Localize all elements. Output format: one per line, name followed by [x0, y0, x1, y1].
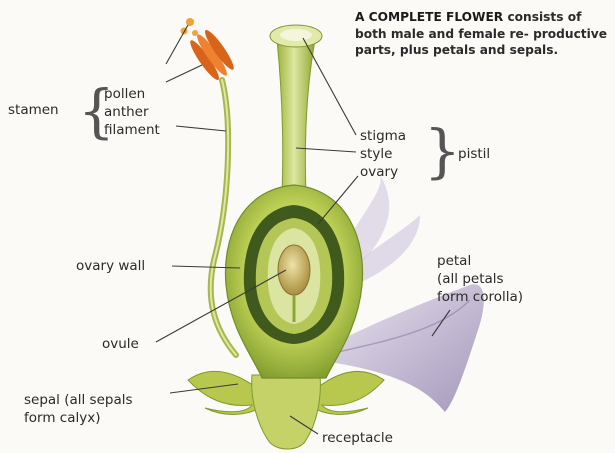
pollen-grain	[192, 30, 198, 36]
leader-anther	[166, 65, 202, 82]
label-petal-note-2: form corolla)	[437, 289, 523, 306]
pollen-grain	[186, 18, 194, 26]
label-style: style	[360, 146, 392, 163]
leader-filament	[176, 126, 226, 131]
label-stamen: stamen	[8, 102, 59, 119]
leader-stigma	[303, 38, 356, 135]
label-pollen: pollen	[104, 86, 145, 103]
style	[277, 40, 315, 195]
caption: A COMPLETE FLOWER consists of both male …	[355, 9, 611, 59]
brace-pistil: {	[424, 122, 461, 180]
receptacle	[252, 375, 321, 449]
label-petal-note-1: (all petals	[437, 271, 504, 288]
leader-pollen	[166, 25, 188, 64]
label-stigma: stigma	[360, 128, 406, 145]
label-anther: anther	[104, 104, 149, 121]
caption-heading: A COMPLETE FLOWER	[355, 10, 503, 24]
label-sepal-note: form calyx)	[24, 410, 100, 427]
label-pistil: pistil	[458, 146, 490, 163]
label-ovary-wall: ovary wall	[76, 258, 145, 275]
label-filament: filament	[104, 122, 160, 139]
label-sepal: sepal (all sepals	[24, 392, 133, 409]
label-ovule: ovule	[102, 336, 139, 353]
label-receptacle: receptacle	[322, 430, 393, 447]
ovule	[278, 245, 310, 295]
label-ovary: ovary	[360, 164, 398, 181]
label-petal: petal	[437, 253, 471, 270]
